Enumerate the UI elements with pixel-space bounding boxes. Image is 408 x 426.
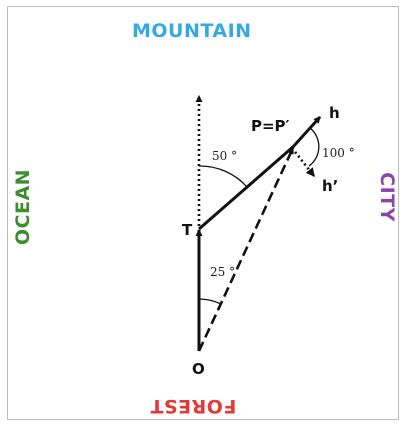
heading-h-prime-arrow <box>290 147 316 178</box>
angle-arc-50 <box>198 165 248 188</box>
angle-arc-100 <box>308 127 320 167</box>
point-label-h: h <box>329 104 340 122</box>
segment-o-to-p-dashed <box>197 147 295 352</box>
point-label-t: T <box>182 221 193 239</box>
angle-label-50: 50 ° <box>212 149 237 163</box>
heading-h-arrow <box>290 115 322 150</box>
point-label-h-prime: h’ <box>322 177 338 195</box>
angle-arc-25 <box>198 298 222 305</box>
point-label-p: P=P′ <box>251 117 290 135</box>
point-label-o: O <box>192 360 205 378</box>
diagram-frame <box>7 6 399 420</box>
direction-label-mountain: MOUNTAIN <box>132 20 252 42</box>
segment-t-to-p <box>198 144 295 231</box>
angle-label-25: 25 ° <box>210 265 235 279</box>
angle-label-100: 100 ° <box>322 146 355 160</box>
